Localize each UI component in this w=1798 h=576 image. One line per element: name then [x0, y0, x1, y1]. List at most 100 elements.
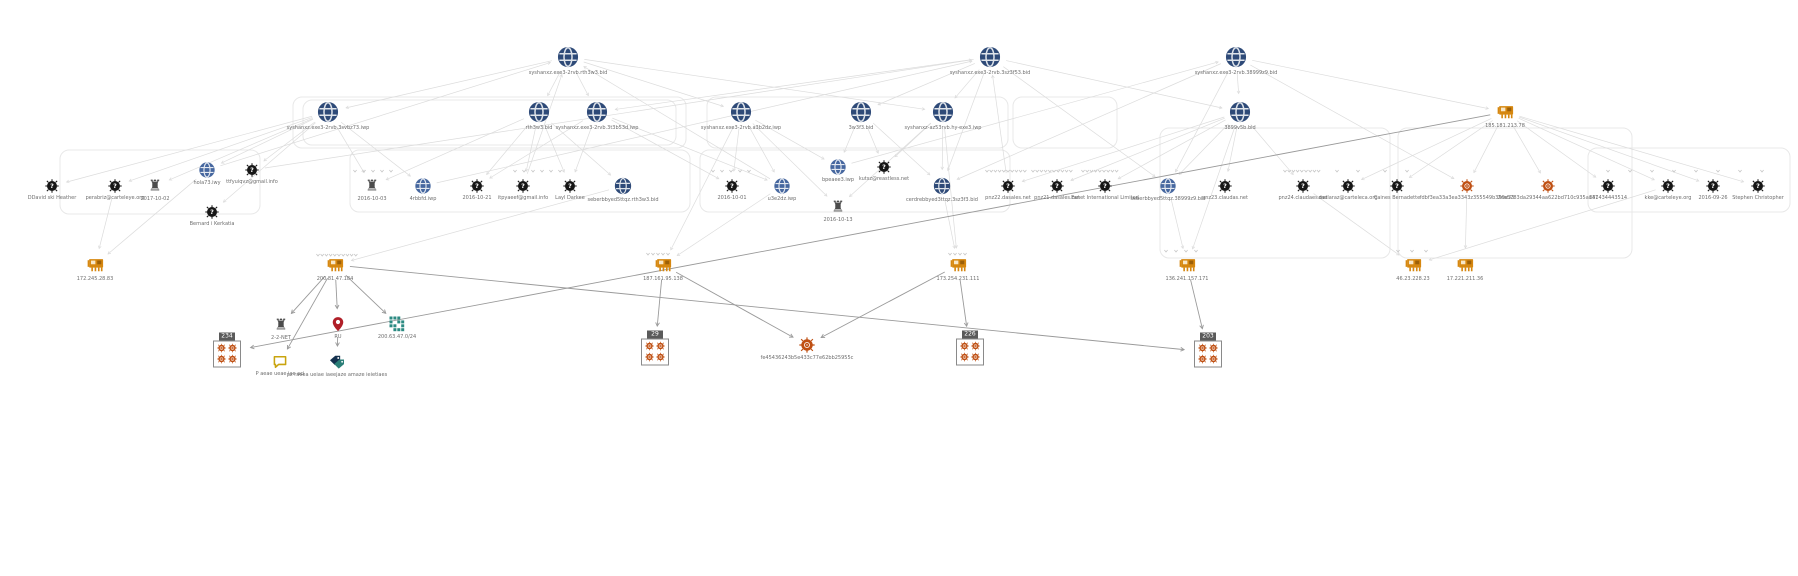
bug-icon: ? — [108, 179, 122, 193]
edge-arrowhead — [561, 169, 565, 173]
edge-arrowhead — [559, 73, 563, 78]
edge-arrowhead — [407, 173, 411, 177]
malware-bug-icon — [960, 352, 969, 362]
domain-mid-icon — [1160, 178, 1176, 194]
cluster-outline — [1397, 127, 1633, 259]
ns-record-rook-icon: ♜ — [148, 176, 162, 195]
netblock-grid-icon — [389, 316, 405, 332]
edge-arrowhead — [361, 169, 365, 174]
domain-dark-icon — [586, 101, 608, 123]
malware-bug-icon — [799, 337, 815, 353]
edge-arrowhead-tick — [1716, 169, 1720, 173]
svg-text:?: ? — [1346, 182, 1350, 190]
node-label: fdbf3ea33a3ea3343z355549b399e33 — [1419, 195, 1515, 201]
edge-arrowhead-tick — [666, 252, 670, 256]
node-label: 2016-10-01 — [717, 195, 747, 201]
bug-icon: ? — [1098, 179, 1112, 193]
edge-arrowhead-tick — [558, 169, 562, 173]
node-label: pnz22.dasales.net — [985, 195, 1031, 201]
domain-dark-icon — [979, 46, 1001, 68]
edge-arrowhead — [334, 304, 340, 310]
malware-bug-icon — [971, 341, 980, 351]
edge-arrowhead — [1537, 170, 1541, 174]
edge-arrowhead — [547, 92, 551, 97]
unknown-bug-icon: ? — [1001, 179, 1015, 193]
node-label: rth3w3.bid — [525, 124, 553, 131]
domain-globe-icon — [557, 46, 579, 68]
node-label: 2016-10-03 — [357, 195, 387, 202]
svg-text:?: ? — [50, 182, 54, 190]
edge-arrowhead-tick — [1383, 169, 1387, 173]
node-label: syshanxz.exe3-2rvb.38999z9.bid — [1194, 69, 1278, 76]
ip-address-card-icon — [1179, 259, 1196, 272]
unknown-bug-icon: ? — [1601, 179, 1615, 193]
edge-arrowhead — [290, 309, 296, 315]
edge — [547, 71, 561, 96]
cluster-outline — [1587, 147, 1791, 213]
edge-arrowhead — [524, 168, 529, 173]
edge-arrowhead-tick — [1031, 169, 1035, 173]
cluster-outline — [349, 149, 691, 213]
edge — [1361, 118, 1492, 180]
cluster-outline — [706, 96, 1009, 149]
malware-bug-icon — [656, 341, 665, 351]
domain-dark-icon — [850, 101, 872, 123]
edge-arrowhead — [968, 58, 973, 62]
edge-arrowhead-tick — [1164, 249, 1168, 253]
edge-arrowhead-tick — [1650, 169, 1654, 173]
collapsed-group-box: 226 — [956, 330, 984, 366]
edge-arrowhead — [335, 342, 340, 347]
edge-arrowhead — [991, 74, 995, 79]
edge-arrowhead-tick — [371, 169, 375, 173]
edge-arrowhead — [222, 199, 227, 203]
edge — [107, 178, 197, 255]
domain-mid-icon — [774, 178, 790, 194]
edge — [436, 60, 973, 184]
edge — [223, 122, 316, 203]
node-label: syshanxz.exe3-2rvb.a3b2dz.iwp — [700, 124, 782, 131]
unknown-bug-icon: ? — [470, 179, 484, 193]
edge — [755, 119, 825, 160]
edge-arrowhead-tick — [1672, 169, 1676, 173]
node-label: Caines Bernadette — [1373, 195, 1421, 201]
svg-text:?: ? — [1223, 182, 1227, 190]
edge-arrowhead — [968, 59, 973, 64]
edge — [489, 120, 584, 179]
ip-address-card-icon — [1497, 106, 1514, 119]
edge — [340, 121, 411, 177]
edge-arrowhead-tick — [997, 169, 1002, 173]
bug-icon: ? — [45, 179, 59, 193]
edge-arrowhead-tick — [1308, 169, 1313, 173]
edge-arrowhead — [98, 245, 102, 250]
edge — [335, 279, 338, 309]
edge-arrowhead-tick — [948, 252, 952, 256]
edge-arrowhead — [585, 92, 589, 97]
edge-arrowhead-tick — [1039, 169, 1044, 173]
edge-arrowhead-tick — [656, 252, 660, 256]
edge-arrowhead-tick — [362, 169, 366, 173]
edge-arrowhead-tick — [985, 169, 989, 173]
edge-arrowhead — [940, 166, 945, 171]
edge — [1252, 59, 1489, 109]
edge — [169, 118, 313, 181]
edge-arrowhead-tick — [729, 169, 733, 173]
edge-arrowhead-tick — [1291, 169, 1296, 173]
domain-globe-icon — [774, 178, 790, 194]
svg-text:?: ? — [1606, 182, 1610, 190]
edge-arrowhead-tick — [747, 169, 751, 173]
svg-text:?: ? — [475, 182, 479, 190]
node-label: 3w3f3.bid — [848, 124, 874, 131]
node-label: u3e2dz.iwp — [767, 196, 797, 202]
edge — [1003, 66, 1156, 177]
pin-icon — [332, 317, 344, 332]
group-icon: 234 — [213, 332, 241, 368]
cluster-outline — [59, 149, 261, 215]
edge — [612, 117, 768, 181]
group-count-badge: 226 — [962, 330, 978, 339]
edge — [1250, 64, 1455, 179]
edge-arrowhead — [1178, 171, 1183, 176]
edge-arrowhead-tick — [1043, 169, 1048, 173]
edge-arrowhead-tick — [711, 169, 715, 173]
edge — [867, 127, 879, 154]
